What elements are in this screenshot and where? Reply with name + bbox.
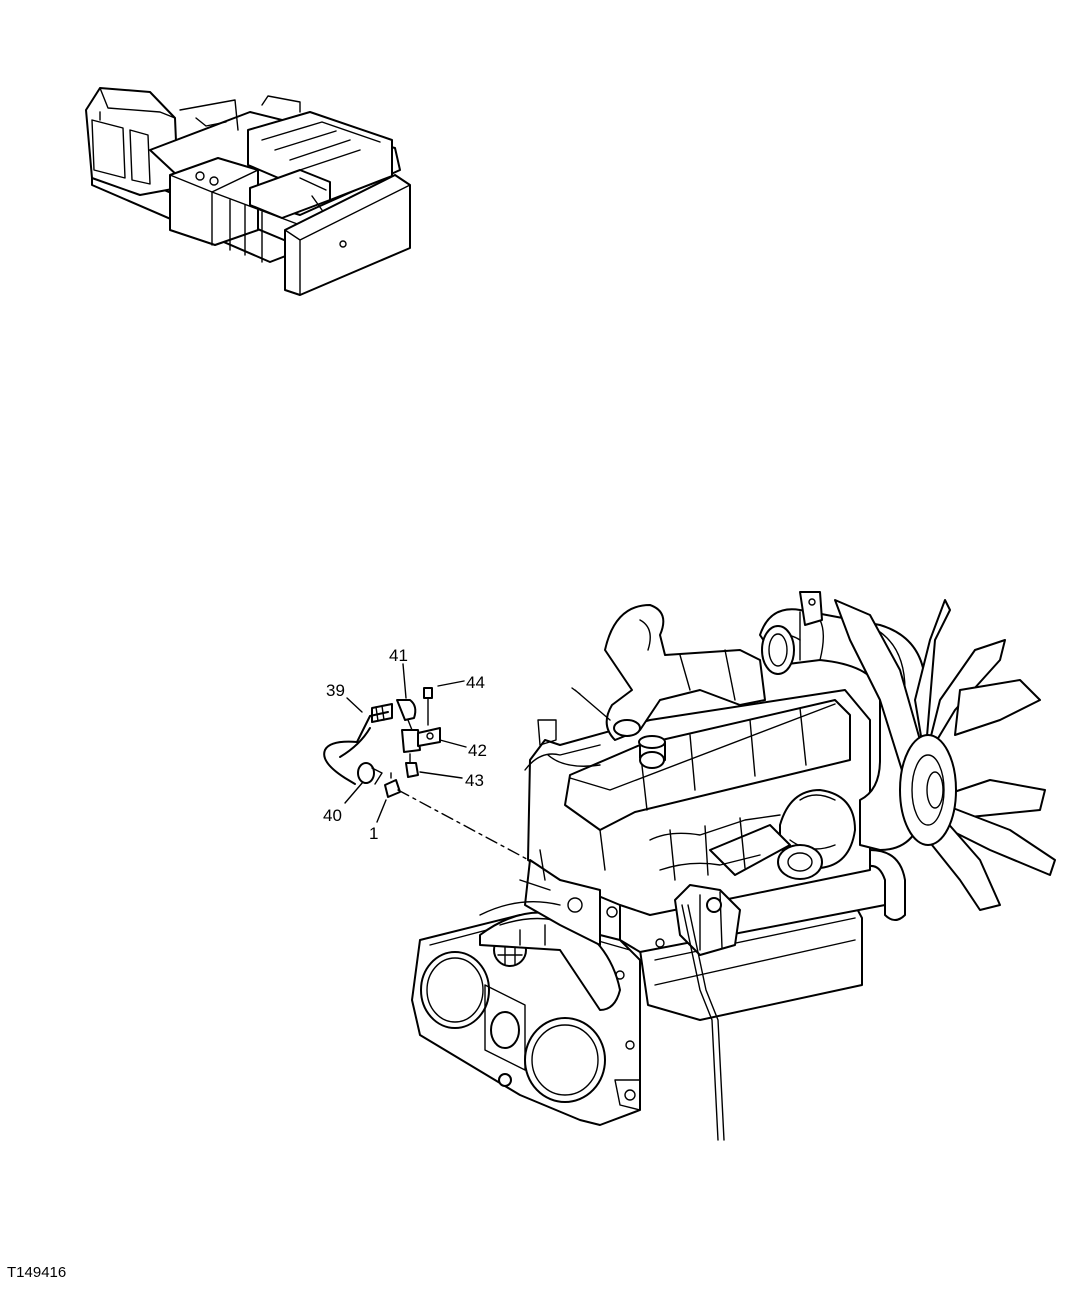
exploded-parts <box>323 687 441 798</box>
cooling-fan <box>834 599 1056 911</box>
callout-43: 43 <box>465 771 484 790</box>
machine-locator-view <box>85 87 411 296</box>
figure-id: T149416 <box>7 1264 66 1281</box>
callout-40: 40 <box>323 806 342 825</box>
callout-39: 39 <box>326 681 345 700</box>
engine-illustration <box>411 591 1056 1141</box>
callout-1: 1 <box>369 824 378 843</box>
callout-44: 44 <box>466 673 485 692</box>
callout-labels: 39 41 44 42 43 40 1 <box>323 646 487 843</box>
callout-42: 42 <box>468 741 487 760</box>
callout-41: 41 <box>389 646 408 665</box>
leader-lines <box>344 663 539 866</box>
